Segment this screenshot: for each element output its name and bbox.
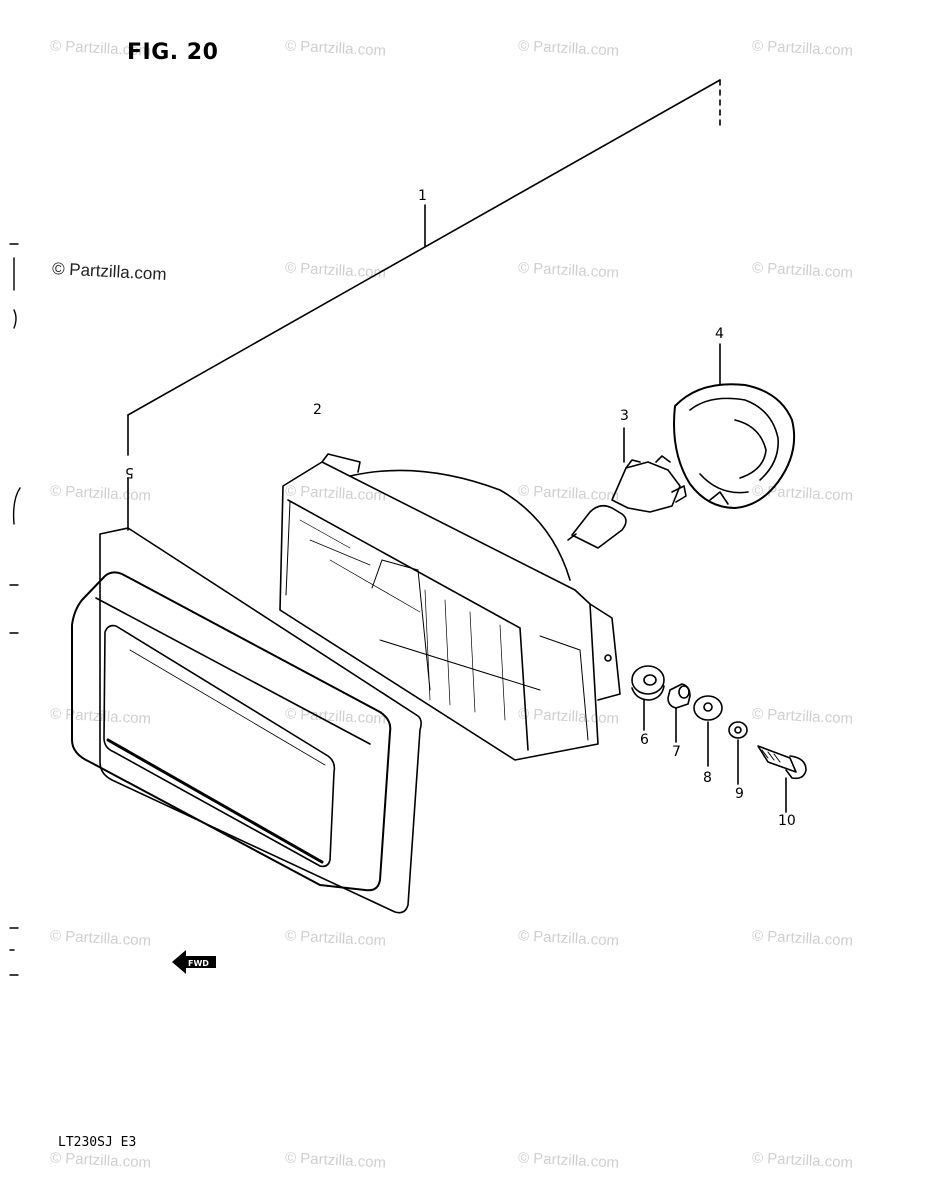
callout-7: 7 [672,744,681,760]
leader-line-assembly [127,79,721,531]
fwd-arrow-icon: FWD [172,950,216,974]
headlamp-bulb [567,427,687,549]
callout-4: 4 [715,326,724,342]
callout-1: 1 [418,188,427,204]
flat-washer [693,695,723,767]
callout-8: 8 [703,770,712,786]
lock-washer [728,721,748,785]
callout-3: 3 [620,408,629,424]
callout-2: 2 [313,402,322,418]
spacer-collar [667,683,691,743]
headlamp-lens-rim [71,527,422,914]
mounting-bolt [757,745,807,813]
rubber-grommet [631,665,665,731]
svg-text:FWD: FWD [188,959,209,968]
callout-10: 10 [778,813,796,829]
callout-6: 6 [640,732,649,748]
scan-margin-marks [9,243,21,976]
callout-9: 9 [735,786,744,802]
figure-title: FIG. 20 [127,40,219,65]
model-code: LT230SJ E3 [58,1135,137,1150]
headlamp-housing [279,453,621,761]
bulb-socket-cover [673,343,796,509]
